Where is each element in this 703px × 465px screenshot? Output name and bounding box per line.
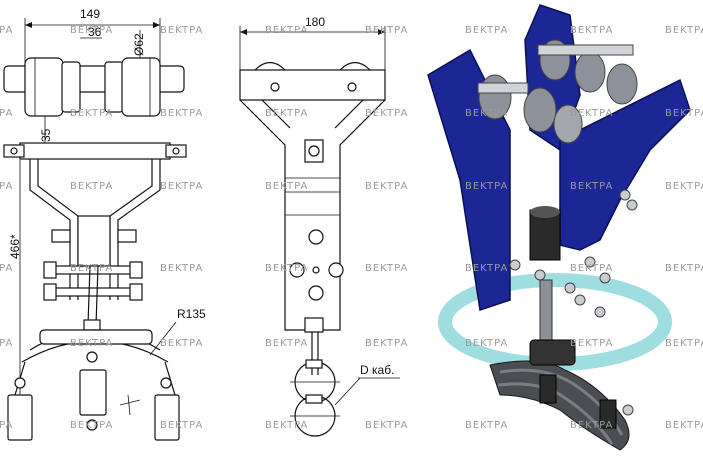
watermark-text: BEKTPA — [665, 181, 703, 192]
watermark-text: BEKTPA — [570, 263, 613, 274]
watermark-text: BEKTPA — [465, 25, 508, 36]
side-view: 180 D каб. — [239, 15, 400, 437]
watermark-text: BEKTPA — [365, 25, 408, 36]
watermark-text: BEKTPA — [160, 263, 203, 274]
watermark-text: BEKTPA — [265, 420, 308, 431]
watermark-text: BEKTPA — [160, 338, 203, 349]
dim-r135: R135 — [177, 307, 206, 321]
watermark-text: BEKTPA — [0, 181, 13, 192]
watermark-text: BEKTPA — [665, 263, 703, 274]
watermark-text: BEKTPA — [0, 263, 13, 274]
watermark-text: BEKTPA — [465, 420, 508, 431]
watermark-text: BEKTPA — [365, 108, 408, 119]
watermark-text: BEKTPA — [70, 25, 113, 36]
watermark-text: BEKTPA — [0, 420, 13, 431]
dim-35: 35 — [39, 128, 53, 142]
watermark-text: BEKTPA — [70, 263, 113, 274]
watermark-text: BEKTPA — [665, 338, 703, 349]
watermark-text: BEKTPA — [70, 181, 113, 192]
front-view: 149 36 Ø62 35 466* — [3, 7, 206, 441]
cable-diameter-label: D каб. — [360, 363, 394, 377]
svg-text:36: 36 — [88, 25, 102, 39]
watermark-text: BEKTPA — [0, 338, 13, 349]
watermark-text: BEKTPA — [70, 338, 113, 349]
dim-180: 180 — [305, 15, 325, 29]
watermark-text: BEKTPA — [465, 181, 508, 192]
dim-149: 149 — [80, 7, 100, 21]
watermark-text: BEKTPA — [365, 181, 408, 192]
watermark-text: BEKTPA — [570, 25, 613, 36]
watermark-text: BEKTPA — [265, 108, 308, 119]
dim-466: 466* — [8, 234, 22, 259]
watermark-text: BEKTPA — [160, 420, 203, 431]
watermark-text: BEKTPA — [265, 338, 308, 349]
watermark-text: BEKTPA — [0, 25, 13, 36]
watermark-text: BEKTPA — [665, 108, 703, 119]
watermark-text: BEKTPA — [265, 181, 308, 192]
watermark-text: BEKTPA — [70, 420, 113, 431]
watermark-text: BEKTPA — [0, 108, 13, 119]
watermark-text: BEKTPA — [465, 108, 508, 119]
watermark-text: BEKTPA — [265, 263, 308, 274]
watermark-text: BEKTPA — [665, 25, 703, 36]
watermark-text: BEKTPA — [265, 25, 308, 36]
watermark-text: BEKTPA — [570, 420, 613, 431]
watermark-text: BEKTPA — [160, 108, 203, 119]
watermark-text: BEKTPA — [465, 338, 508, 349]
isometric-view — [427, 4, 691, 451]
bolt-rows — [43, 229, 143, 301]
watermark-text: BEKTPA — [570, 181, 613, 192]
watermark-text: BEKTPA — [365, 338, 408, 349]
watermark-text: BEKTPA — [465, 263, 508, 274]
watermarks: BEKTPA BEKTPA BEKTPA BEKTPA BEKTPA BEKTPA BEKT… — [0, 25, 703, 431]
watermark-text: BEKTPA — [70, 108, 113, 119]
watermark-text: BEKTPA — [160, 25, 203, 36]
watermark-text: BEKTPA — [665, 420, 703, 431]
dim-dia-62: Ø62 — [132, 33, 146, 56]
watermark-text: BEKTPA — [570, 108, 613, 119]
watermark-text: BEKTPA — [570, 338, 613, 349]
watermark-text: BEKTPA — [365, 420, 408, 431]
watermark-text: BEKTPA — [160, 181, 203, 192]
watermark-text: BEKTPA — [365, 263, 408, 274]
